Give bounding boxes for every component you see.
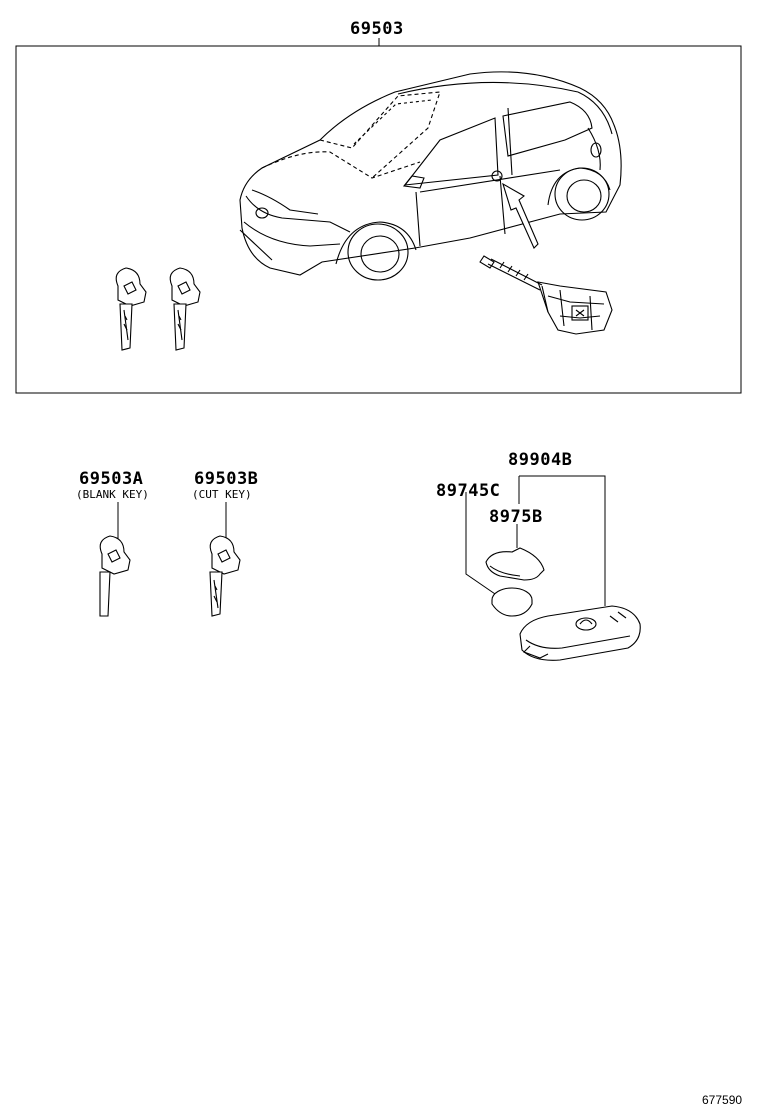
blank-key-note: (BLANK KEY) (76, 488, 149, 501)
cut-key-note: (CUT KEY) (192, 488, 252, 501)
transmitter-part-number: 89904B (508, 450, 573, 470)
door-lock-cylinder (479, 255, 613, 335)
cover-illustration (485, 547, 545, 581)
blank-key-part-number: 69503A (79, 469, 144, 489)
cut-key-illustration (209, 535, 241, 617)
transmitter-leaders (465, 475, 606, 606)
car-illustration (239, 71, 622, 281)
transmitter-illustration (519, 605, 641, 661)
cut-key-part-number: 69503B (194, 469, 259, 489)
kit-key-left (115, 267, 147, 351)
battery-part-number: 89745C (436, 481, 501, 501)
door-lock-arrow (502, 182, 539, 249)
cover-part-number: 8975B (489, 507, 543, 527)
diagram-id: 677590 (702, 1093, 743, 1107)
blank-key-illustration (99, 535, 131, 617)
battery-illustration (491, 587, 533, 617)
kit-key-right (169, 267, 201, 351)
kit-part-number: 69503 (350, 19, 404, 39)
